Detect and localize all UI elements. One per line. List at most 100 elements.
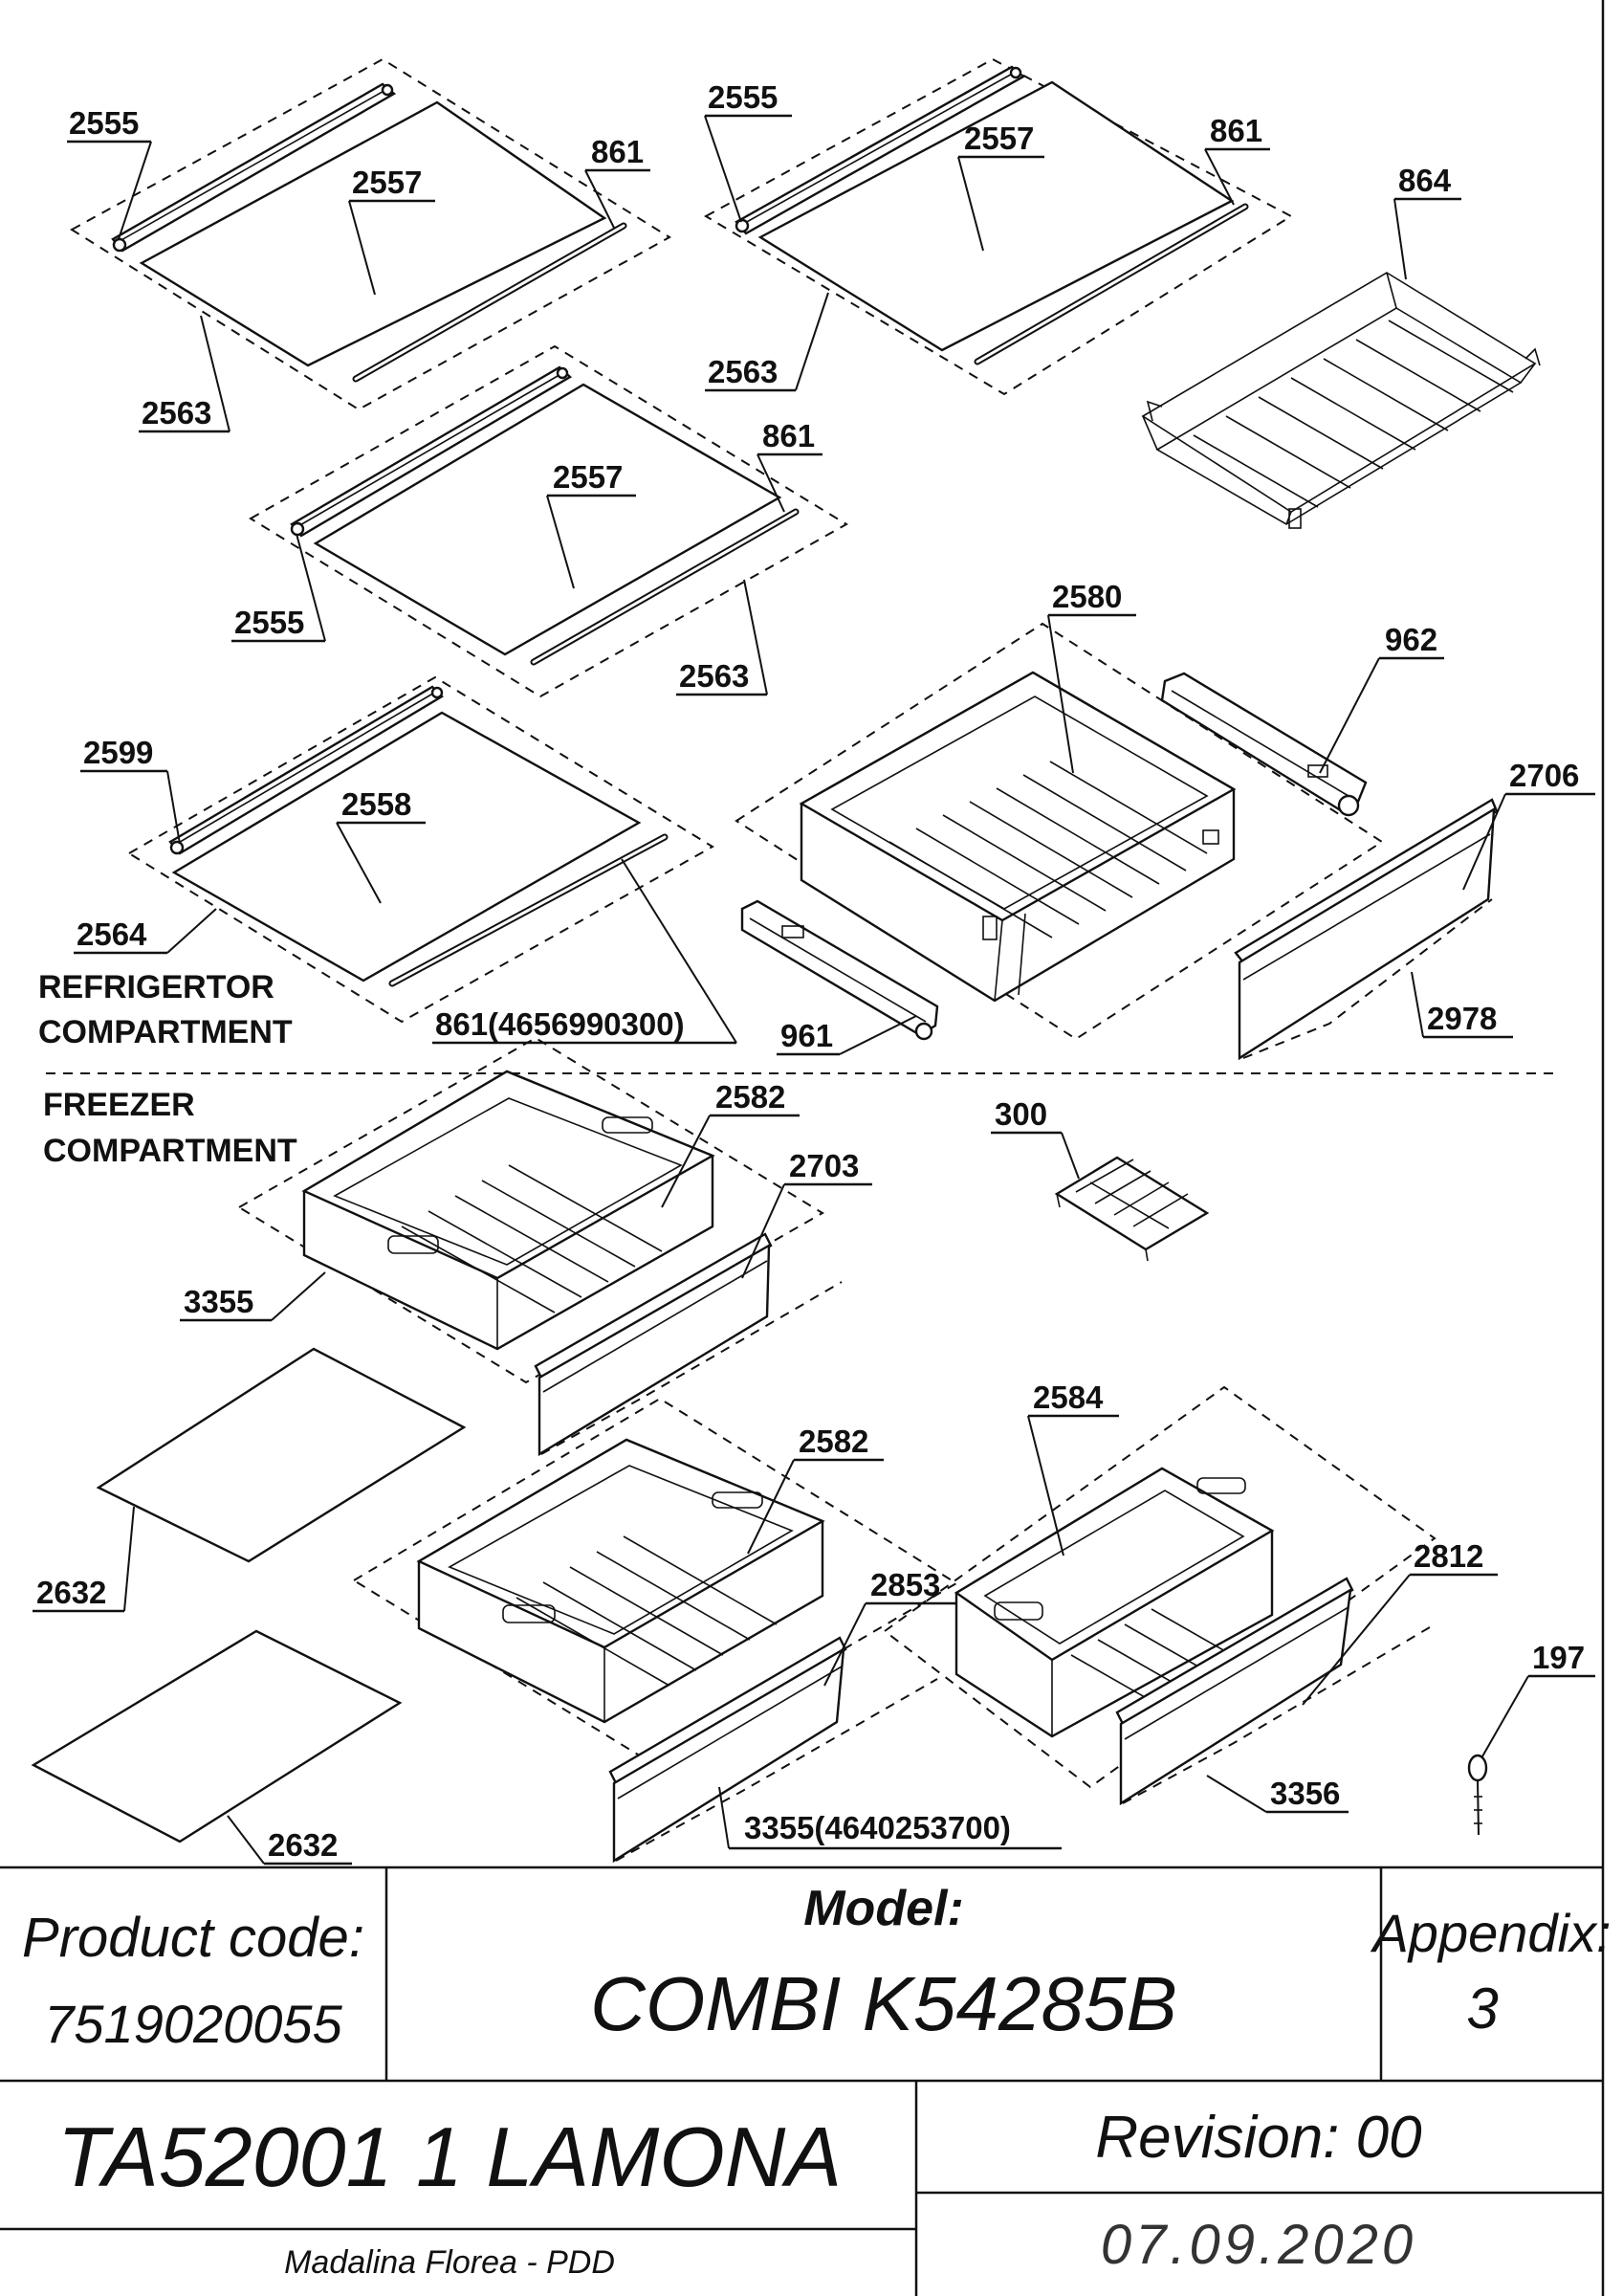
part-number: 861: [762, 418, 815, 453]
label-2853: 2853: [823, 1567, 956, 1687]
part-number: 2563: [679, 658, 749, 694]
author: Madalina Florea - PDD: [284, 2244, 615, 2281]
label-2582-a: 2582: [661, 1079, 800, 1208]
label-861-c: 861: [757, 418, 822, 513]
title-block: Product code: 7519020055 Model: COMBI K5…: [0, 1866, 1612, 2296]
label-197: 197: [1481, 1640, 1595, 1757]
label-2580: 2580: [1047, 579, 1136, 774]
label-2555-b: 2555: [704, 79, 792, 223]
part-number: 2563: [142, 395, 211, 430]
part-number: 2557: [964, 121, 1034, 156]
part-number: 300: [995, 1096, 1047, 1132]
label-2563-a: 2563: [139, 315, 230, 433]
glass-shelf-d: [127, 675, 714, 1024]
label-2558: 2558: [336, 786, 426, 904]
glass-plate-upper: [96, 1347, 467, 1563]
glass-shelf-b: [703, 57, 1294, 396]
part-number: 2703: [789, 1148, 859, 1183]
glass-shelf-c: [249, 344, 848, 698]
label-2563-b: 2563: [705, 292, 829, 392]
freezer-drawer-lower: [352, 1397, 958, 1764]
part-number: 2632: [36, 1575, 106, 1610]
part-number: 2557: [553, 459, 623, 495]
part-number: 2812: [1414, 1538, 1483, 1574]
part-number: 861: [1210, 113, 1262, 148]
part-number: 2555: [234, 605, 304, 640]
model-label: Model:: [803, 1881, 964, 1936]
revision: Revision: 00: [1095, 2105, 1421, 2171]
label-864: 864: [1393, 163, 1461, 280]
part-number: 2564: [77, 916, 147, 952]
freezer-front-panel-upper: [534, 1232, 843, 1457]
part-number: 2978: [1427, 1001, 1497, 1036]
part-number: 2582: [799, 1424, 868, 1459]
label-2632-a: 2632: [33, 1506, 135, 1613]
part-number: 2555: [708, 79, 778, 115]
product-code-label: Product code:: [22, 1907, 364, 1969]
part-number: 861: [591, 134, 644, 169]
label-861-b: 861: [1204, 113, 1270, 206]
label-2632-b: 2632: [227, 1815, 352, 1866]
label-861-a: 861: [584, 134, 650, 229]
glass-shelf-a: [70, 57, 671, 411]
label-3355-b: 3355(4640253700): [718, 1786, 1062, 1850]
document-code: TA52001 1 LAMONA: [57, 2109, 842, 2204]
label-962: 962: [1319, 622, 1444, 774]
appendix-label: Appendix:: [1370, 1903, 1611, 1963]
section-label: COMPARTMENT: [43, 1133, 297, 1169]
part-number: 3356: [1270, 1776, 1340, 1811]
ice-tray: [1054, 1156, 1210, 1262]
label-2557-c: 2557: [546, 459, 636, 589]
label-2703: 2703: [741, 1148, 872, 1279]
part-number: 2582: [715, 1079, 785, 1115]
section-label: COMPARTMENT: [38, 1014, 293, 1050]
label-2555-a: 2555: [67, 105, 152, 240]
part-number: 2558: [341, 786, 411, 822]
appendix-number: 3: [1466, 1976, 1498, 2041]
label-2555-c: 2555: [231, 533, 326, 643]
drawer-rail-962: [1160, 672, 1368, 817]
part-number: 2706: [1509, 758, 1579, 793]
label-861-d: 861(4656990300): [432, 858, 737, 1045]
wire-bottle-rack: [1141, 272, 1541, 529]
label-2557-b: 2557: [957, 121, 1044, 252]
label-2557-a: 2557: [348, 165, 435, 296]
label-2812: 2812: [1302, 1538, 1498, 1706]
part-number: 2580: [1052, 579, 1122, 614]
part-number: 3355: [184, 1284, 253, 1319]
part-number: 197: [1532, 1640, 1585, 1675]
freezer-front-panel-lower: [608, 1636, 938, 1864]
label-300: 300: [991, 1096, 1080, 1180]
part-number: 2555: [69, 105, 139, 141]
label-2706: 2706: [1462, 758, 1595, 891]
label-3356: 3356: [1206, 1775, 1349, 1814]
part-number: 864: [1398, 163, 1452, 198]
label-2564: 2564: [74, 908, 217, 955]
part-number: 961: [780, 1018, 833, 1053]
key-part: [1467, 1754, 1488, 1836]
label-961: 961: [777, 1015, 917, 1056]
part-number: 2557: [352, 165, 422, 200]
part-number: 2632: [268, 1827, 338, 1863]
label-3355-a: 3355: [180, 1271, 326, 1322]
label-2563-c: 2563: [676, 579, 768, 696]
label-2584: 2584: [1027, 1380, 1119, 1556]
freezer-drawer-upper: [237, 1036, 824, 1384]
label-2978: 2978: [1411, 971, 1513, 1039]
model-name: COMBI K54285B: [590, 1961, 1177, 2046]
section-label: FREEZER: [43, 1087, 195, 1123]
drawer-rail-961: [740, 899, 939, 1041]
label-2599: 2599: [80, 735, 181, 845]
part-number: 2599: [83, 735, 153, 770]
section-label: REFRIGERTOR: [38, 969, 274, 1005]
part-number: 2563: [708, 354, 778, 389]
date: 07.09.2020: [1101, 2214, 1416, 2276]
part-number: 2584: [1033, 1380, 1104, 1415]
part-number: 861(4656990300): [435, 1006, 685, 1042]
freezer-front-panel-2584: [1115, 1577, 1436, 1806]
glass-plate-lower: [31, 1629, 403, 1843]
part-number: 962: [1385, 622, 1437, 657]
product-code: 7519020055: [44, 1994, 342, 2054]
